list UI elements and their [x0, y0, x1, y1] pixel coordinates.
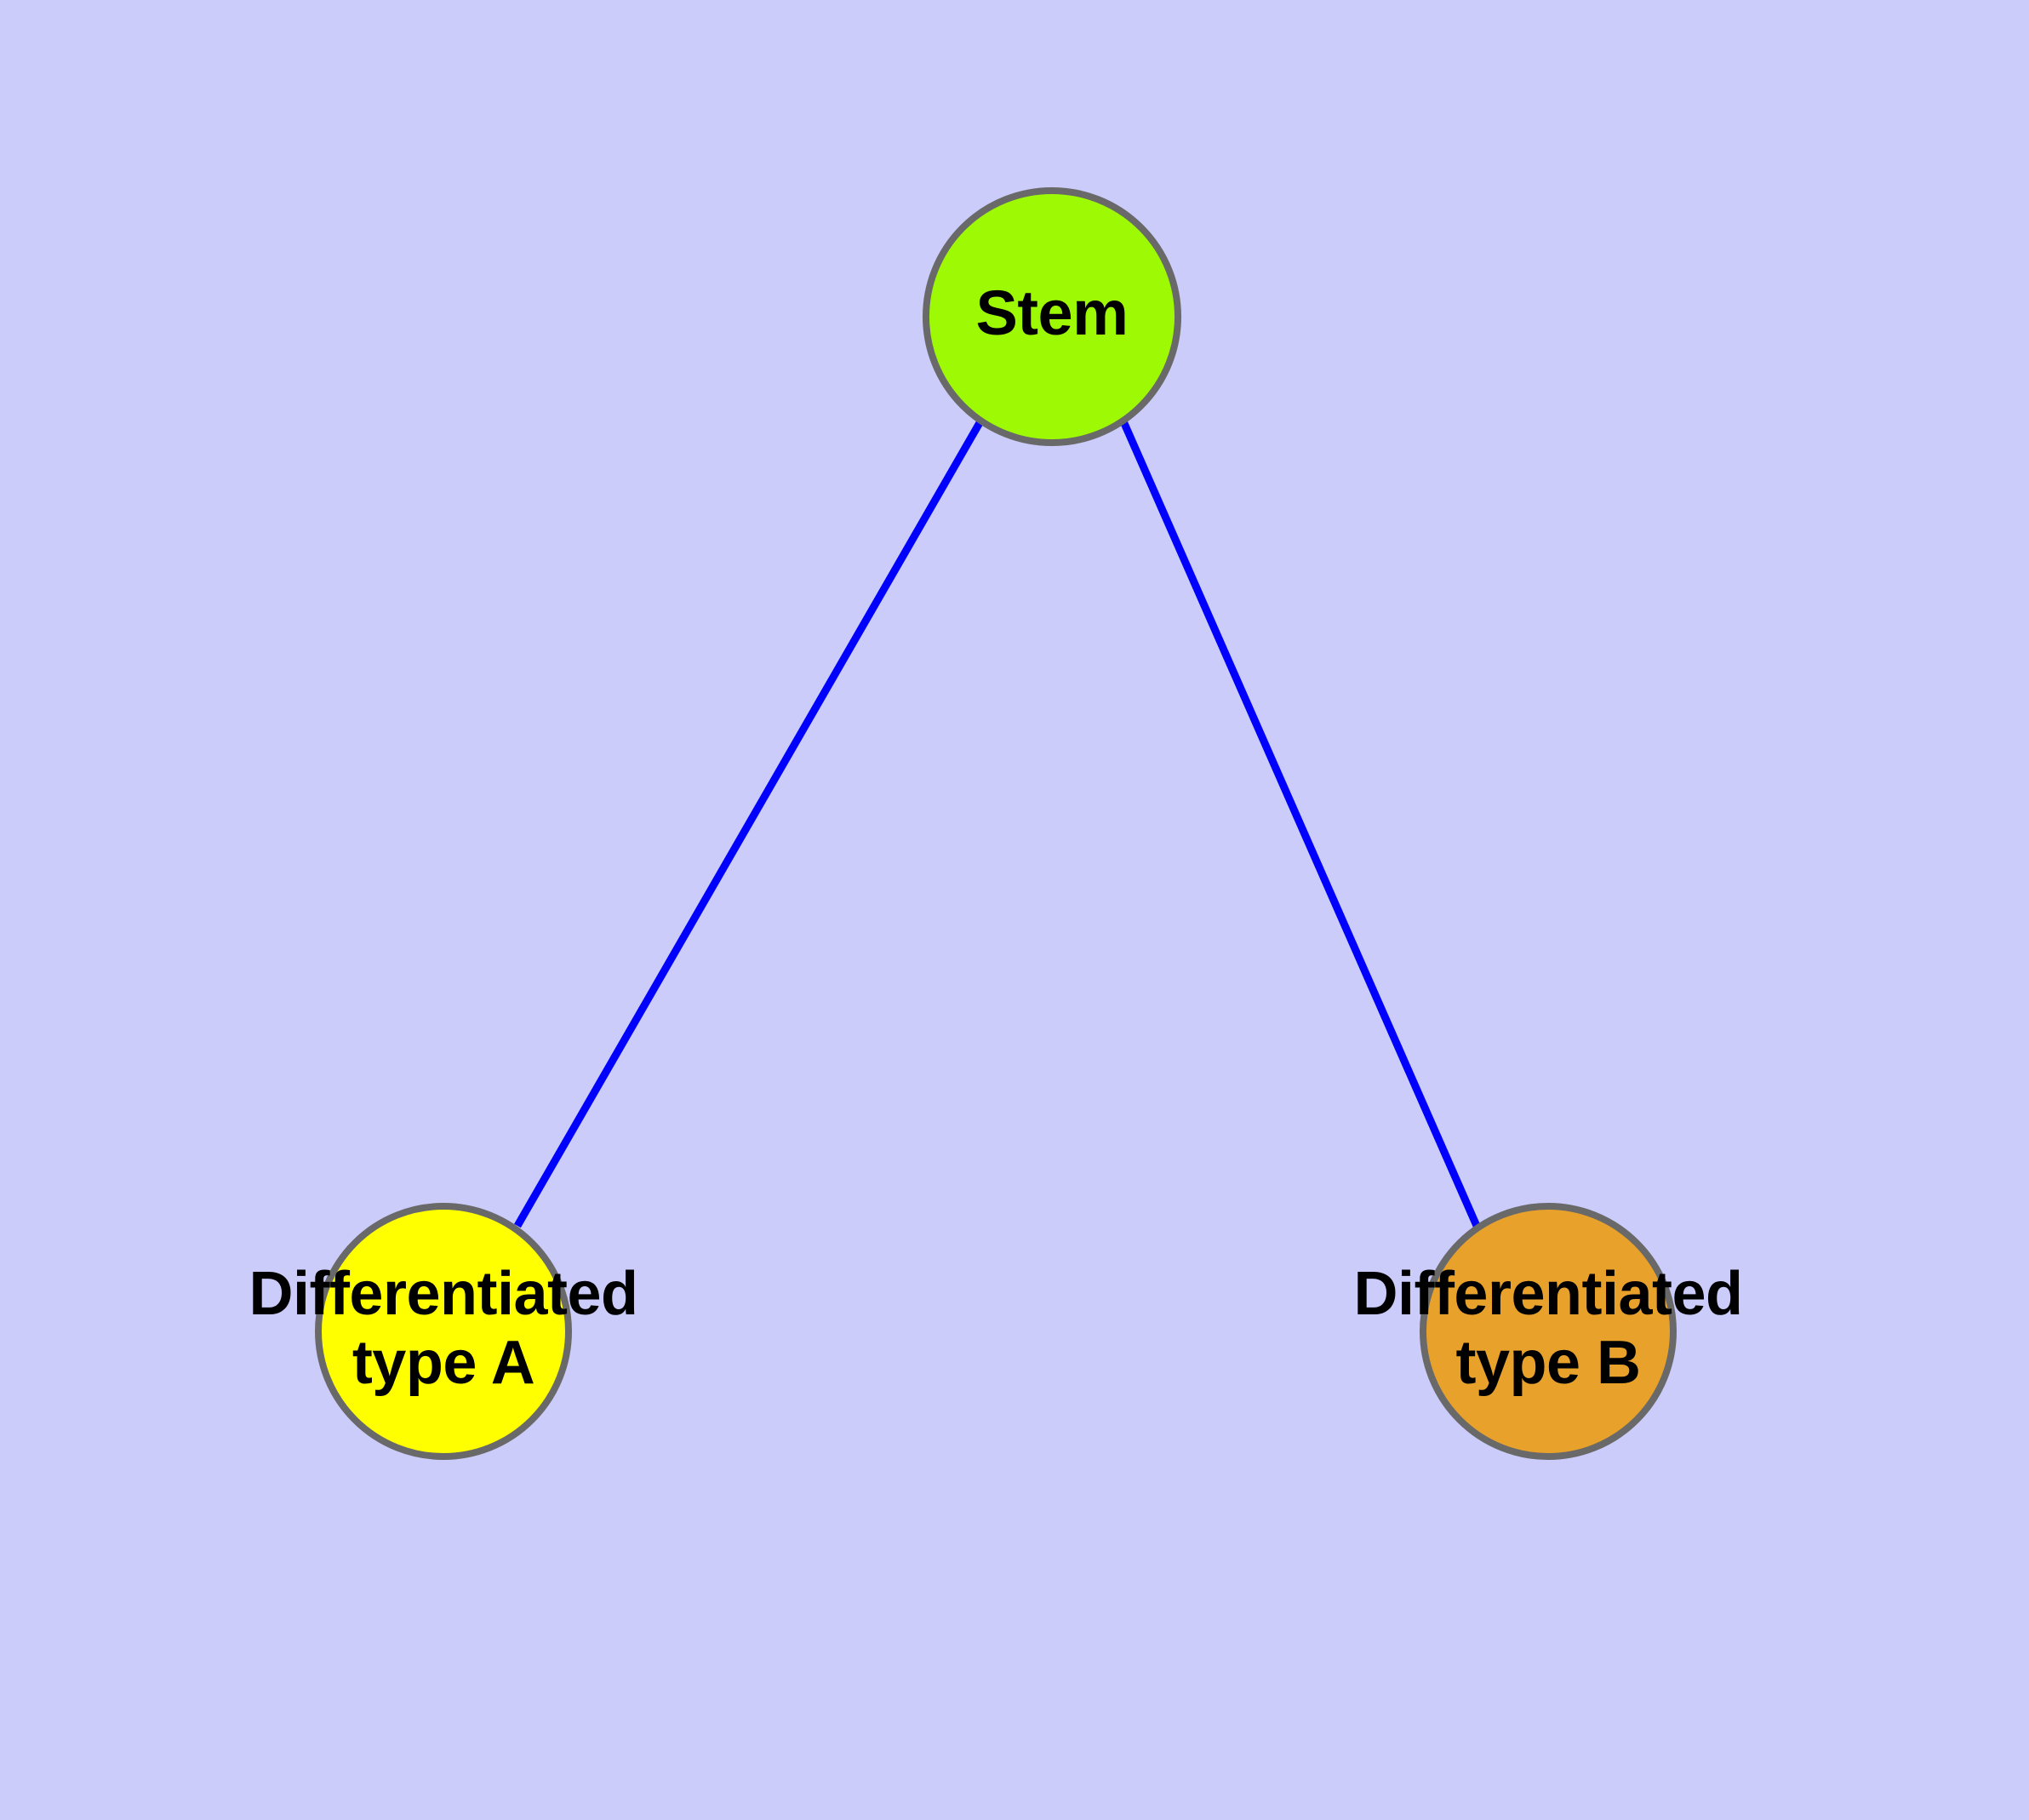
edge-layer	[514, 419, 1481, 1228]
edge-stem-to-differentiated-a[interactable]	[514, 419, 984, 1228]
node-differentiated-type-a[interactable]	[315, 1203, 572, 1460]
edge-stem-to-differentiated-b[interactable]	[1119, 420, 1481, 1228]
node-stem[interactable]	[923, 187, 1181, 446]
node-differentiated-type-b[interactable]	[1420, 1203, 1677, 1460]
node-layer	[315, 187, 1677, 1460]
